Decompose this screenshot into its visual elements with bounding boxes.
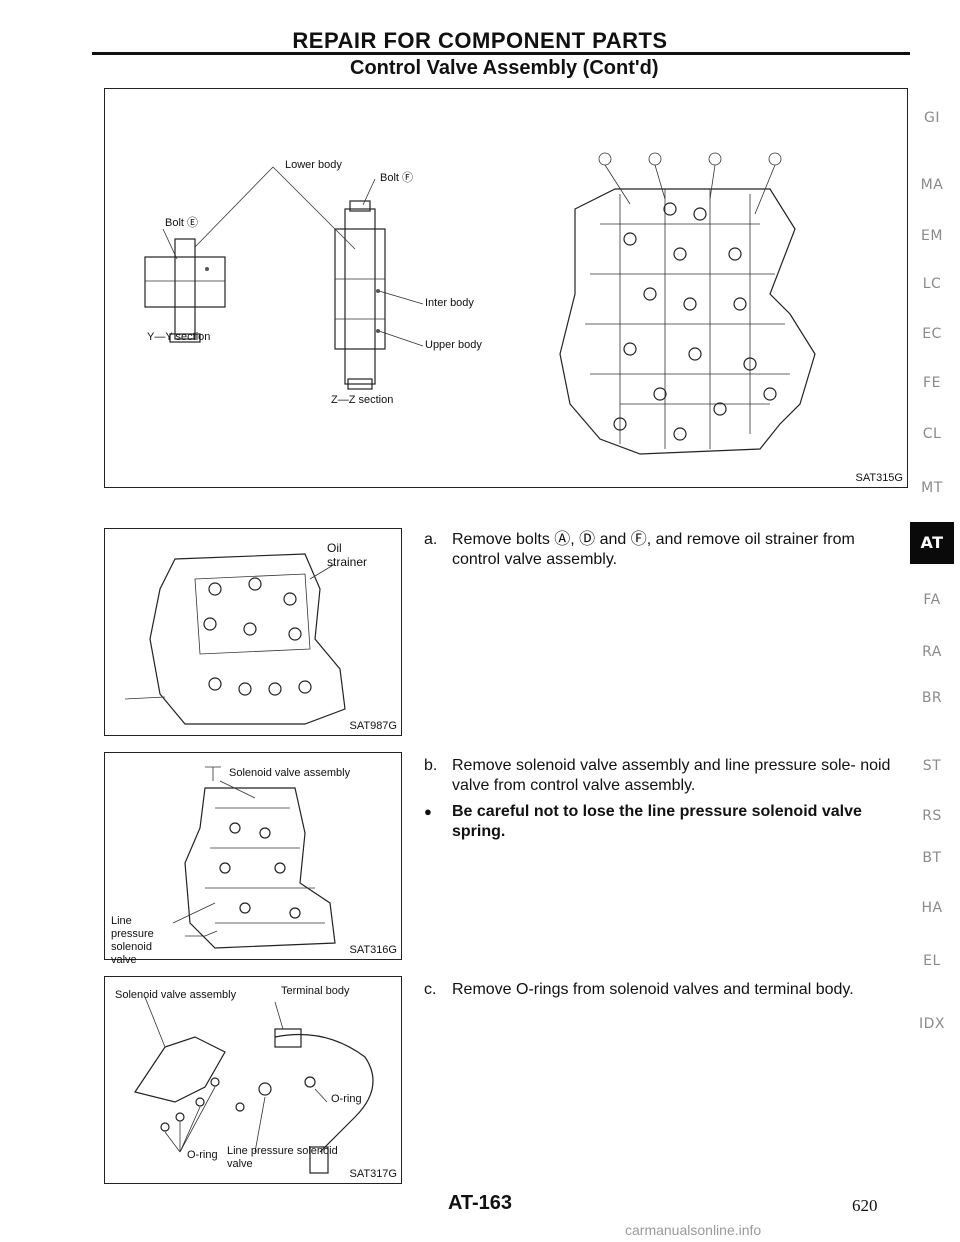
- step-text: Remove O-rings from solenoid valves and …: [452, 981, 854, 998]
- figure-code: SAT987G: [349, 720, 398, 732]
- figure-main: Lower body Bolt Ⓕ Bolt Ⓔ Inter body Uppe…: [104, 88, 908, 511]
- side-tab-em[interactable]: EM: [921, 228, 943, 244]
- label-lower-body: Lower body: [285, 159, 342, 171]
- figure-oil-strainer: Oil strainer SAT987G: [104, 528, 402, 736]
- side-tab-cl[interactable]: CL: [922, 426, 942, 442]
- watermark: carmanualsonline.info: [625, 1222, 762, 1238]
- step-text: Be careful not to lose the line pressure…: [452, 803, 862, 840]
- side-tab-ra[interactable]: RA: [922, 644, 942, 660]
- figure-solenoid-assembly: Solenoid valve assembly Line pressure so…: [104, 752, 402, 966]
- figure-code: SAT316G: [349, 944, 398, 956]
- label-bolt-e: Bolt Ⓔ: [165, 217, 199, 229]
- label-solenoid-valve-assembly: Solenoid valve assembly: [115, 989, 237, 1001]
- label-zz-section: Z—Z section: [331, 394, 394, 406]
- step-marker: b.: [424, 757, 438, 774]
- header-rule: [92, 52, 910, 55]
- side-tab-ec[interactable]: EC: [922, 326, 942, 342]
- side-tab-br[interactable]: BR: [921, 690, 943, 706]
- figure-oil-strainer-drawing: [124, 553, 346, 725]
- label-yy-section: Y—Y section: [147, 331, 211, 343]
- step-text: Remove solenoid valve assembly and line …: [452, 757, 891, 794]
- step-note: ● Be careful not to lose the line pressu…: [424, 802, 904, 846]
- side-tab-el[interactable]: EL: [923, 953, 941, 969]
- side-tab-idx[interactable]: IDX: [919, 1016, 945, 1032]
- side-tab-gi[interactable]: GI: [924, 110, 940, 126]
- side-tab-fa[interactable]: FA: [923, 592, 941, 608]
- step-marker: c.: [424, 981, 437, 998]
- step-marker: a.: [424, 531, 438, 548]
- figure-code: SAT317G: [349, 1168, 398, 1180]
- page-subtitle: Control Valve Assembly (Cont'd): [350, 57, 659, 79]
- step-text: Remove bolts Ⓐ, Ⓓ and Ⓕ, and remove oil …: [452, 531, 855, 568]
- step-b: b. Remove solenoid valve assembly and li…: [424, 756, 904, 800]
- label-upper-body: Upper body: [425, 339, 482, 351]
- label-bolt-f: Bolt Ⓕ: [380, 172, 414, 184]
- side-tab-bt[interactable]: BT: [922, 850, 942, 866]
- figure-main-drawing: [144, 152, 816, 511]
- label-oring-right: O-ring: [331, 1093, 362, 1105]
- side-tab-rs[interactable]: RS: [922, 808, 942, 824]
- side-tab-lc[interactable]: LC: [922, 276, 942, 292]
- step-marker: ●: [424, 804, 432, 819]
- label-solenoid-valve-assembly: Solenoid valve assembly: [229, 767, 351, 779]
- figure-solenoid-assembly-drawing: [172, 766, 336, 949]
- label-inter-body: Inter body: [425, 297, 474, 309]
- label-oil-strainer: Oil strainer: [327, 541, 368, 569]
- step-a: a. Remove bolts Ⓐ, Ⓓ and Ⓕ, and remove o…: [424, 530, 904, 574]
- figure-orings-drawing: [134, 996, 374, 1174]
- label-oring-left: O-ring: [187, 1149, 218, 1161]
- figure-orings: Solenoid valve assembly Terminal body O-…: [104, 976, 402, 1184]
- side-tab-ha[interactable]: HA: [921, 900, 943, 916]
- page-code: AT-163: [447, 1192, 513, 1214]
- side-tab-fe[interactable]: FE: [923, 375, 941, 391]
- side-tab-mt[interactable]: MT: [921, 480, 943, 496]
- step-c: c. Remove O-rings from solenoid valves a…: [424, 980, 904, 1002]
- label-line-pressure-solenoid: Line pressure solenoid valve: [227, 1145, 338, 1170]
- figure-code: SAT315G: [855, 472, 904, 484]
- label-line-pressure-solenoid: Line pressure solenoid valve: [111, 915, 154, 966]
- side-tab-ma[interactable]: MA: [920, 177, 944, 193]
- page-number: 620: [852, 1196, 878, 1215]
- side-tab-at[interactable]: AT: [910, 522, 954, 564]
- label-terminal-body: Terminal body: [281, 985, 350, 997]
- page-title: REPAIR FOR COMPONENT PARTS: [292, 28, 668, 53]
- side-tab-st[interactable]: ST: [922, 758, 942, 774]
